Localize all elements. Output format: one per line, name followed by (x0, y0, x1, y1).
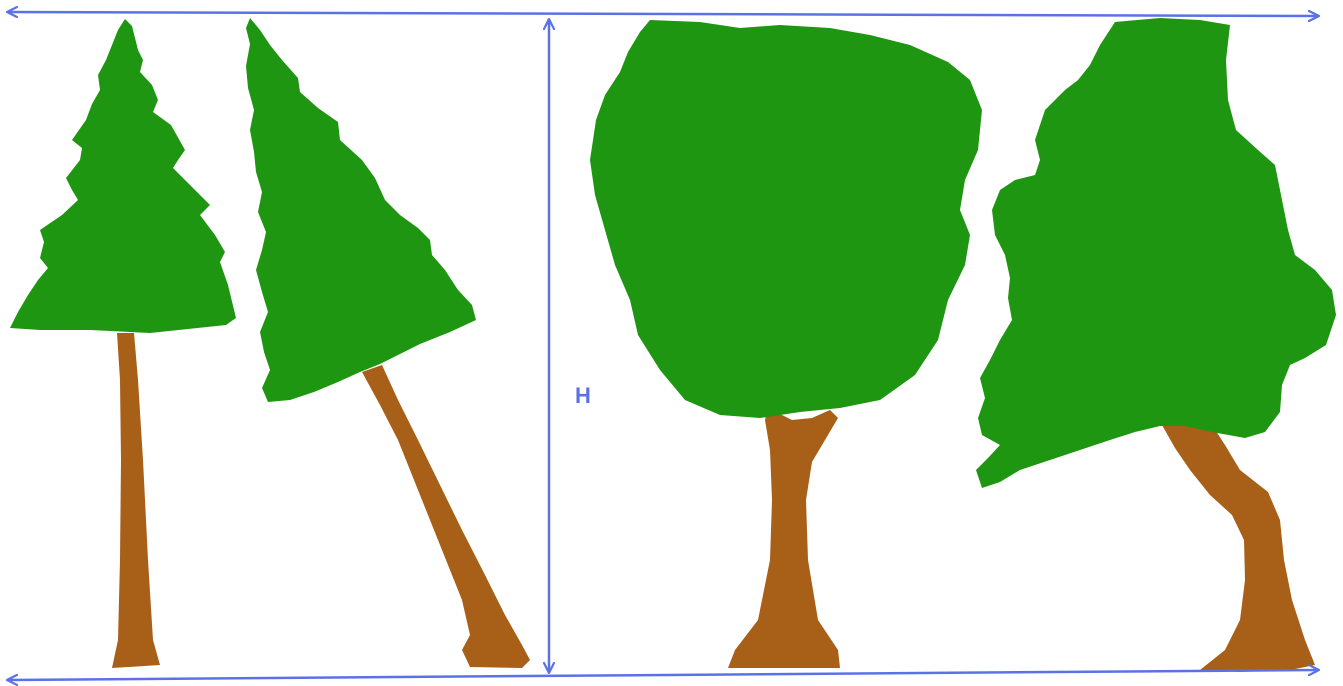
trunk (1162, 420, 1315, 672)
tree-conifer-leaning (246, 18, 530, 668)
top-reference-arrow (8, 12, 1318, 16)
foliage (590, 20, 982, 418)
ground-reference-arrow (8, 670, 1318, 680)
tree-broadleaf-leaning (976, 18, 1336, 672)
trunk (728, 408, 840, 668)
trunk (362, 365, 530, 668)
trunk (112, 333, 160, 668)
foliage (10, 19, 236, 333)
tree-conifer-upright (10, 19, 236, 668)
tree-broadleaf-upright (590, 20, 982, 668)
height-label: H (575, 383, 591, 408)
foliage (976, 18, 1336, 488)
foliage (246, 18, 476, 402)
